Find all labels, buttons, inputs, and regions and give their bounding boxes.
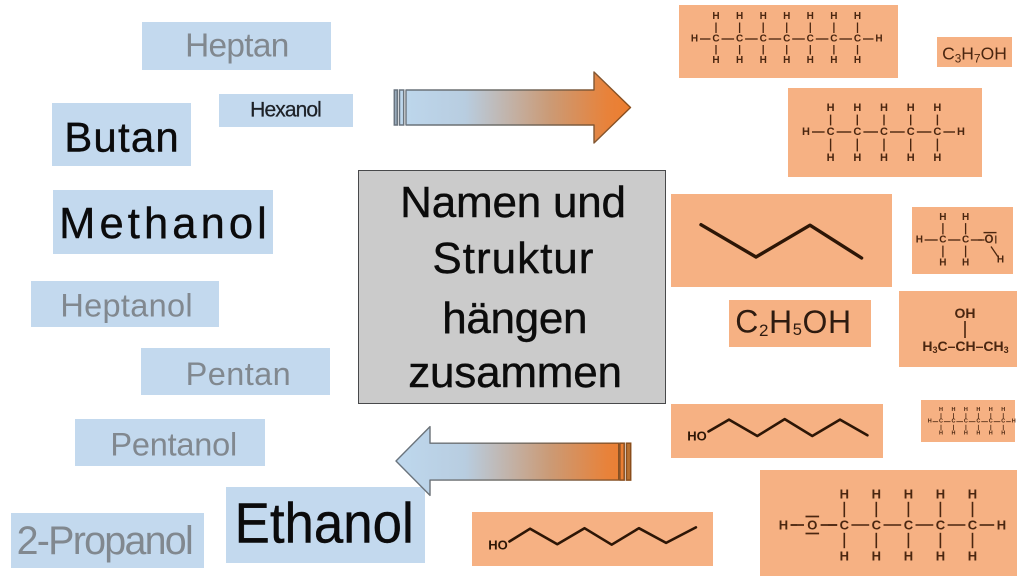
- svg-text:C: C: [939, 235, 946, 246]
- svg-text:H: H: [962, 212, 969, 223]
- svg-text:H: H: [807, 11, 814, 22]
- svg-text:H: H: [951, 407, 955, 413]
- svg-text:H: H: [872, 487, 881, 502]
- svg-text:H: H: [904, 487, 913, 502]
- svg-text:H: H: [840, 487, 849, 502]
- svg-text:C: C: [840, 518, 850, 533]
- svg-text:H: H: [853, 152, 861, 164]
- svg-text:H: H: [854, 11, 861, 22]
- svg-text:C: C: [807, 34, 814, 45]
- svg-text:C: C: [962, 235, 969, 246]
- svg-text:H: H: [880, 152, 888, 164]
- svg-text:H: H: [783, 55, 790, 66]
- svg-text:C: C: [904, 518, 914, 533]
- svg-text:C: C: [976, 419, 980, 425]
- svg-text:HO: HO: [488, 538, 508, 553]
- svg-text:H: H: [916, 235, 923, 246]
- svg-text:C: C: [951, 419, 955, 425]
- svg-text:H: H: [1001, 407, 1005, 413]
- svg-text:H: H: [854, 55, 861, 66]
- svg-text:H: H: [939, 212, 946, 223]
- svg-text:H: H: [802, 126, 810, 138]
- svg-text:C: C: [712, 34, 719, 45]
- svg-text:H: H: [827, 152, 835, 164]
- svg-text:C: C: [872, 518, 882, 533]
- svg-text:H: H: [840, 549, 849, 564]
- svg-text:H: H: [880, 102, 888, 114]
- svg-text:H: H: [939, 258, 946, 269]
- svg-text:H: H: [853, 102, 861, 114]
- svg-text:H: H: [736, 55, 743, 66]
- svg-text:H: H: [928, 419, 932, 425]
- svg-text:C: C: [827, 126, 835, 138]
- svg-text:C: C: [1001, 419, 1005, 425]
- svg-text:H: H: [936, 549, 945, 564]
- svg-text:H: H: [907, 102, 915, 114]
- svg-text:H: H: [989, 407, 993, 413]
- svg-text:H: H: [691, 34, 698, 45]
- svg-text:C: C: [907, 126, 915, 138]
- svg-text:H3C–CH–CH3: H3C–CH–CH3: [922, 338, 1008, 355]
- svg-text:C: C: [936, 518, 946, 533]
- svg-text:C: C: [853, 126, 861, 138]
- svg-text:H: H: [939, 431, 943, 437]
- svg-text:H: H: [957, 126, 965, 138]
- svg-text:H: H: [976, 407, 980, 413]
- svg-text:H: H: [827, 102, 835, 114]
- svg-text:H: H: [779, 518, 788, 533]
- svg-text:C: C: [830, 34, 837, 45]
- svg-text:H: H: [962, 258, 969, 269]
- svg-text:C: C: [880, 126, 888, 138]
- svg-text:C: C: [968, 518, 978, 533]
- svg-text:C: C: [736, 34, 743, 45]
- svg-text:H: H: [989, 431, 993, 437]
- svg-text:H: H: [936, 487, 945, 502]
- svg-text:H: H: [712, 11, 719, 22]
- svg-text:C: C: [939, 419, 943, 425]
- svg-text:H: H: [964, 431, 968, 437]
- svg-text:C: C: [760, 34, 767, 45]
- svg-text:H: H: [783, 11, 790, 22]
- svg-text:HO: HO: [687, 429, 707, 444]
- svg-text:H: H: [760, 11, 767, 22]
- svg-text:H: H: [1012, 419, 1016, 425]
- svg-text:H: H: [1001, 431, 1005, 437]
- svg-text:H: H: [830, 55, 837, 66]
- svg-text:H: H: [760, 55, 767, 66]
- svg-text:H: H: [968, 549, 977, 564]
- svg-text:H: H: [875, 34, 882, 45]
- svg-text:C: C: [964, 419, 968, 425]
- svg-text:H: H: [964, 407, 968, 413]
- svg-text:H: H: [736, 11, 743, 22]
- svg-text:H: H: [939, 407, 943, 413]
- svg-text:C: C: [783, 34, 790, 45]
- svg-text:O: O: [985, 234, 994, 246]
- svg-text:H: H: [907, 152, 915, 164]
- svg-text:O: O: [807, 518, 817, 533]
- svg-text:H: H: [872, 549, 881, 564]
- svg-text:H: H: [933, 152, 941, 164]
- svg-text:H: H: [807, 55, 814, 66]
- svg-text:H: H: [997, 518, 1006, 533]
- svg-text:H: H: [830, 11, 837, 22]
- svg-text:C: C: [989, 419, 993, 425]
- svg-text:H: H: [968, 487, 977, 502]
- svg-text:H: H: [712, 55, 719, 66]
- svg-text:OH: OH: [955, 305, 976, 321]
- svg-text:H: H: [976, 431, 980, 437]
- svg-text:C: C: [854, 34, 861, 45]
- svg-text:H: H: [904, 549, 913, 564]
- svg-text:C: C: [933, 126, 941, 138]
- svg-text:H: H: [997, 255, 1004, 266]
- svg-text:H: H: [951, 431, 955, 437]
- svg-text:H: H: [933, 102, 941, 114]
